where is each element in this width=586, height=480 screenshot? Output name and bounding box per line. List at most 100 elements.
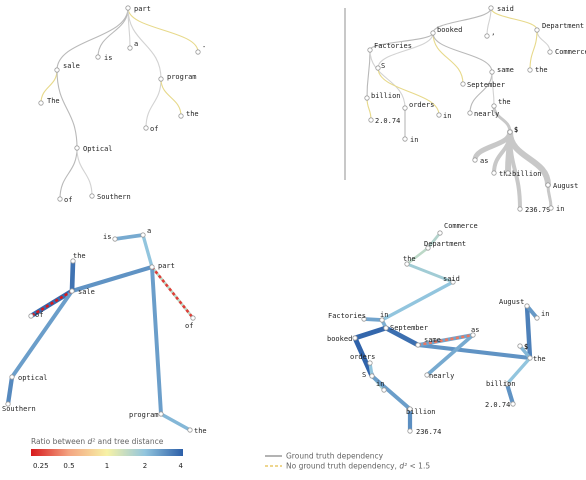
tree-node <box>74 145 80 151</box>
node-label: the <box>499 170 512 178</box>
node-label: of <box>150 125 158 133</box>
node-label: said <box>497 5 514 13</box>
node-label: as <box>480 157 488 165</box>
embedding-node <box>415 342 421 348</box>
node-label: ’ <box>491 33 495 41</box>
node-label: Optical <box>83 145 113 153</box>
embedding-edge <box>370 374 412 411</box>
node-label: billion <box>486 380 516 388</box>
node-label: of <box>185 322 193 330</box>
node-label: $ <box>514 126 518 134</box>
embedding-edge <box>415 342 533 361</box>
node-label: program <box>129 411 159 419</box>
embedding-node <box>361 316 367 322</box>
embedding-edge <box>352 335 375 379</box>
node-label: is <box>104 54 112 62</box>
embedding-node <box>379 317 385 323</box>
tree-node <box>364 95 370 101</box>
tree-edge <box>536 29 551 53</box>
node-label: the <box>403 255 416 263</box>
node-label: booked <box>327 335 352 343</box>
node-label: program <box>167 73 197 81</box>
node-label: the <box>186 110 199 118</box>
node-label: part <box>158 262 175 270</box>
tree-node <box>38 100 44 106</box>
tree-edge <box>529 29 538 71</box>
node-label: said <box>443 275 460 283</box>
tree-node <box>488 5 494 11</box>
node-label: The <box>47 97 60 105</box>
embedding-edge <box>380 280 455 322</box>
node-label: is <box>103 233 111 241</box>
embedding-edge <box>5 374 15 407</box>
embedding-node <box>190 315 196 321</box>
node-label: August <box>553 182 578 190</box>
embedding-node <box>352 335 358 341</box>
node-label: Department <box>424 240 466 248</box>
tree-edge <box>145 78 162 129</box>
parse-tree-2: saidbooked’DepartmentFactoriesSSeptember… <box>364 5 586 214</box>
node-label: as <box>471 326 479 334</box>
legend-solid-label: Ground truth dependency <box>286 452 384 461</box>
tree-edge <box>486 7 492 37</box>
tree-node <box>484 33 490 39</box>
colorbar-title: Ratio between d² and tree distance <box>31 437 164 446</box>
tree-edge <box>160 78 182 117</box>
tree-edge <box>76 147 93 197</box>
tree-node <box>545 182 551 188</box>
node-label: a <box>147 227 151 235</box>
node-label: in <box>380 311 388 319</box>
node-label: optical <box>18 374 48 382</box>
tree-edge <box>369 32 434 51</box>
node-label: Commerce <box>555 48 586 56</box>
embedding-node <box>407 406 413 412</box>
node-label: orders <box>350 353 375 361</box>
tree-edge <box>469 71 493 114</box>
node-label: of <box>64 196 72 204</box>
non-dependency-edge <box>417 333 474 347</box>
node-label: in <box>376 380 384 388</box>
tree-node <box>491 103 497 109</box>
tree-edge <box>490 7 538 31</box>
node-label: 236.74 <box>416 428 441 436</box>
node-label: S <box>362 371 366 379</box>
embedding-node <box>369 373 375 379</box>
embedding-edge <box>405 246 430 266</box>
colorbar-tick-label: 2 <box>143 462 147 470</box>
node-label: in <box>443 112 451 120</box>
embedding-edge <box>505 356 532 386</box>
embedding-edge <box>425 333 475 377</box>
tree-node <box>89 193 95 199</box>
embedding-node <box>149 264 155 270</box>
tree-node <box>95 54 101 60</box>
embedding-node <box>381 387 387 393</box>
embedding-node <box>69 288 75 294</box>
node-label: August <box>499 298 524 306</box>
tree-node <box>402 136 408 142</box>
embedding-node <box>504 381 510 387</box>
tree-node <box>125 5 131 11</box>
tree-node <box>143 125 149 131</box>
tree-edge <box>491 71 495 107</box>
node-label: orders <box>409 101 434 109</box>
embedding-node <box>367 360 373 366</box>
colorbar-tick-label: 0.25 <box>33 462 49 470</box>
embedding-edge <box>141 233 154 269</box>
tree-node <box>375 65 381 71</box>
node-label: in <box>410 136 418 144</box>
tree-node <box>548 205 554 211</box>
colorbar <box>31 449 183 456</box>
legend-dashed-label: No ground truth dependency, d² < 1.5 <box>286 462 430 471</box>
node-label: billion <box>406 408 436 416</box>
node-label: nearly <box>474 110 499 118</box>
tree-edge <box>432 7 492 34</box>
embedding-node <box>28 313 34 319</box>
node-label: 2.0.74 <box>485 401 510 409</box>
embedding-edge <box>524 303 533 361</box>
embedding-tree-1: aispartthesaleofofopticalSouthernprogram… <box>2 227 207 435</box>
tree-edge <box>127 7 162 80</box>
node-label: sale <box>78 288 95 296</box>
tree-edge <box>377 32 434 69</box>
node-label: the <box>535 66 548 74</box>
